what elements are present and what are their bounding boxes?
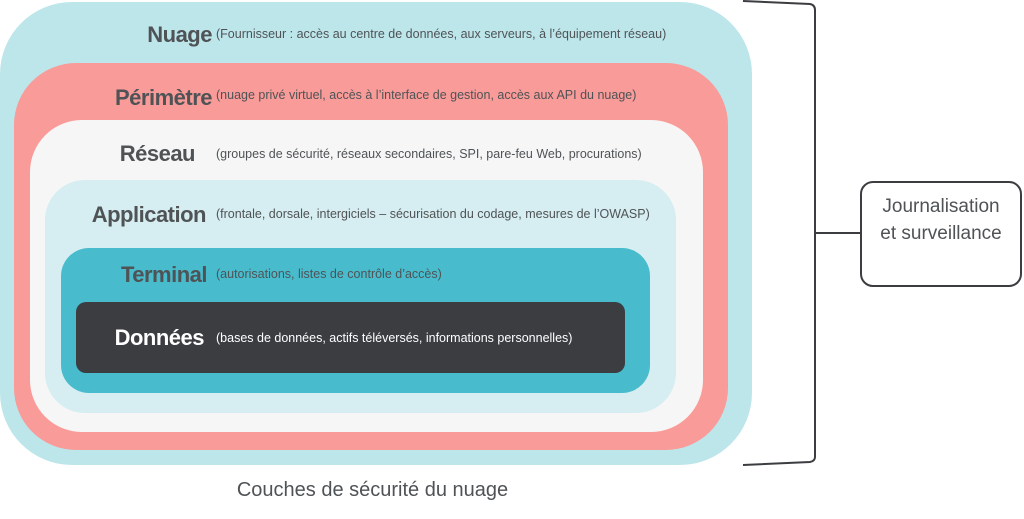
layer-description: (groupes de sécurité, réseaux secondaire… (216, 147, 642, 161)
box-line-2: et surveillance (880, 223, 1002, 244)
logging-monitoring-box: Journalisation et surveillance (860, 181, 1022, 287)
layer-description: (bases de données, actifs téléversés, in… (216, 331, 573, 345)
layer-description: (nuage privé virtuel, accès à l’interfac… (216, 88, 637, 102)
box-line-1: Journalisation (882, 196, 1000, 217)
layer-description: (autorisations, listes de contrôle d’acc… (216, 267, 442, 281)
layer-title: Réseau (119, 141, 196, 166)
layer-title: Application (91, 202, 207, 227)
diagram-caption: Couches de sécurité du nuage (236, 479, 509, 501)
layer-title: Nuage (147, 22, 212, 47)
layer-description: (Fournisseur : accès au centre de donnée… (216, 27, 667, 41)
layer-donnees (76, 302, 625, 373)
layer-title: Périmètre (114, 85, 213, 110)
layer-title: Données (114, 325, 205, 350)
layer-title: Terminal (120, 262, 208, 287)
layer-description: (frontale, dorsale, intergiciels – sécur… (216, 207, 650, 221)
